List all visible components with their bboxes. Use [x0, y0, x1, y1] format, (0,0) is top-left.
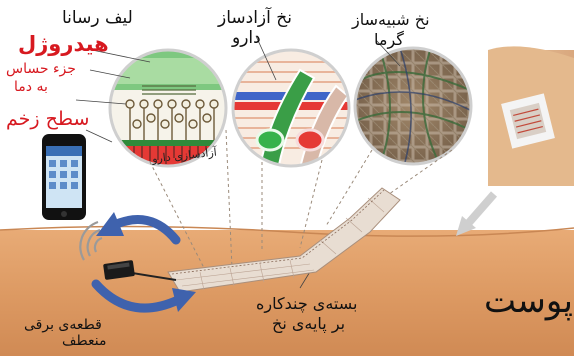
arm-photo — [488, 46, 574, 186]
label-multilayer-1: بسته‌ی چندکاره — [256, 296, 357, 313]
smartphone-illustration — [42, 134, 86, 220]
label-wound-surface: سطح زخم — [6, 110, 89, 130]
label-skin: پوست — [484, 284, 573, 320]
label-hydrogel: هیدروژل — [18, 33, 109, 55]
label-flexible-device-1: قطعه‌ی برقی — [24, 318, 102, 333]
label-thermo-sensitive-2: به دما — [14, 80, 48, 95]
label-heater-thread-2: گرما — [374, 32, 404, 49]
label-conductive-fiber: لیف رسانا — [62, 10, 133, 28]
label-drug-release-1: نخ آزادساز — [218, 10, 292, 28]
label-multilayer-2: بر پایه‌ی نخ — [272, 316, 345, 333]
label-thermo-sensitive-1: جزء حساس — [6, 62, 76, 77]
label-drug-release-2: دارو — [232, 30, 261, 48]
label-flexible-device-2: منعطف — [62, 334, 106, 349]
label-heater-thread-1: نخ شبیه‌ساز — [352, 12, 430, 29]
